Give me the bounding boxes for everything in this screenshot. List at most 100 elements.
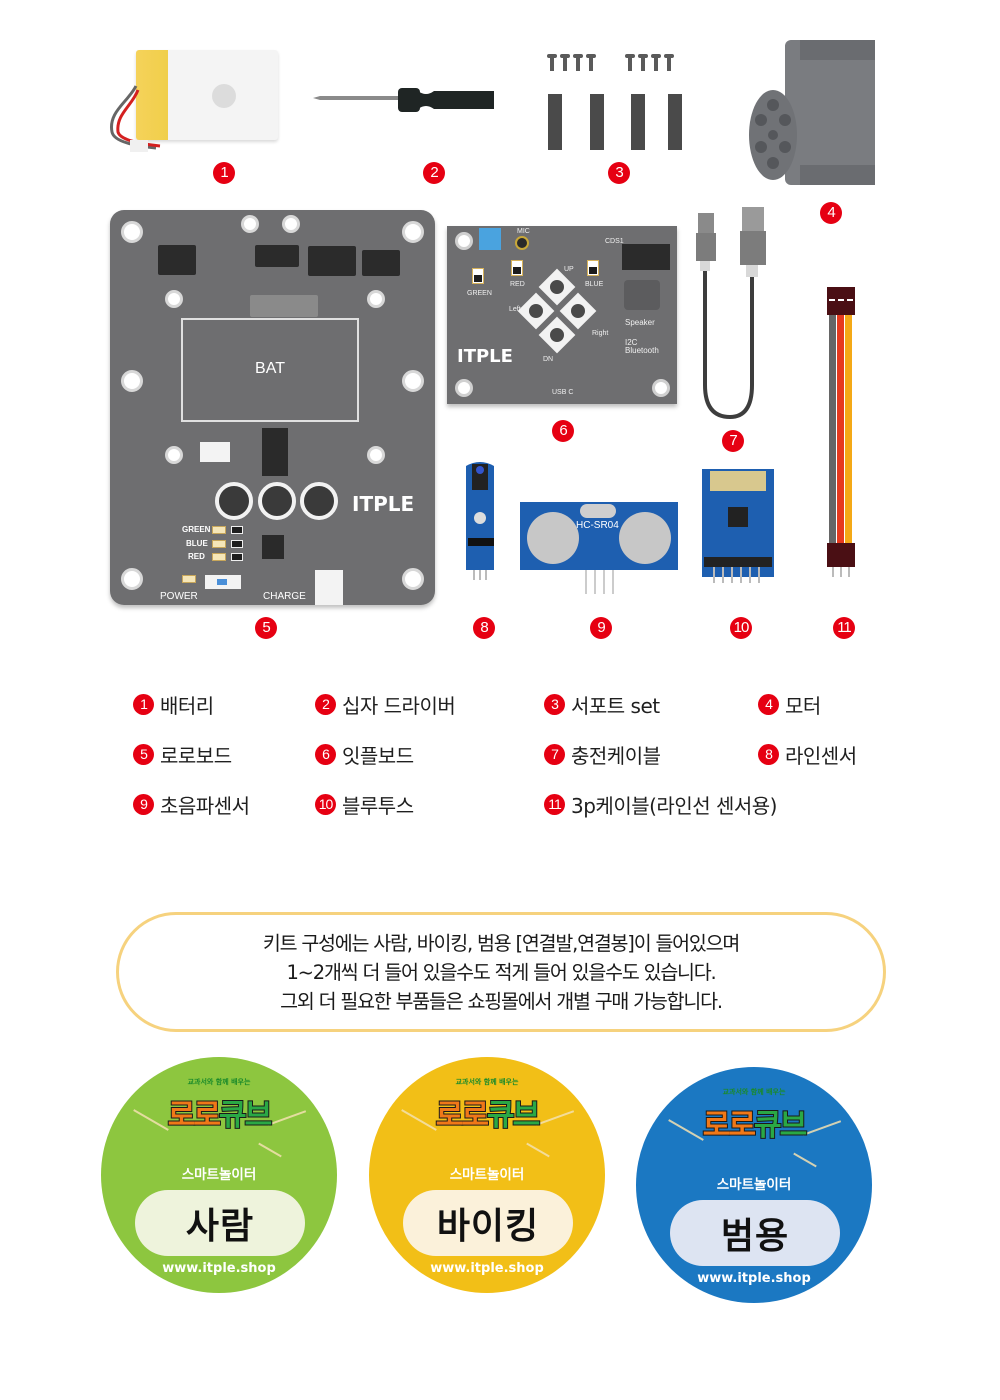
legend-label: 초음파센서 (160, 793, 250, 818)
potentiometer (479, 228, 501, 250)
mount-hole (367, 290, 385, 308)
brand-orange-text: 로로 (702, 1107, 757, 1144)
badge-type-pill: 사람 (135, 1190, 305, 1256)
mount-hole (121, 221, 143, 243)
legend-item-line-sensor: 8 라인센서 (758, 740, 857, 768)
mount-hole (455, 232, 473, 250)
mount-hole (367, 446, 385, 464)
i2c-label: I2C (625, 338, 638, 347)
supports-image (547, 54, 682, 150)
led (212, 540, 226, 548)
legend-label: 서포트 set (571, 693, 660, 718)
battery-image (136, 50, 278, 140)
legend-number: 9 (133, 793, 154, 815)
logo-ray (258, 1142, 282, 1158)
mount-hole (121, 370, 143, 392)
mount-hole (455, 379, 473, 397)
itpleboard-logo: ITPLE (457, 346, 513, 367)
pin-header (622, 244, 670, 270)
battery-band (136, 50, 168, 140)
legend-label: 배터리 (160, 693, 214, 718)
led-label-red: RED (188, 552, 205, 561)
notice-line-1: 키트 구성에는 사람, 바이킹, 범용 [연결발,연결봉]이 들어있으며 (262, 931, 741, 955)
resistor (231, 526, 243, 534)
badge-subtitle: 스마트놀이터 (716, 1177, 792, 1193)
badge-brand-logo: 로로큐브 (369, 1090, 605, 1134)
legend-number: 10 (315, 793, 336, 815)
item-number-2: 2 (423, 162, 445, 184)
resistor (231, 553, 243, 561)
badge-url: www.itple.shop (697, 1271, 811, 1286)
legend-number: 4 (758, 693, 779, 715)
badge-tagline: 교과서와 함께 배우는 (722, 1088, 786, 1096)
item-number-10: 10 (730, 617, 752, 639)
legend-number: 3 (544, 693, 565, 715)
led (182, 575, 196, 583)
ic-chip (262, 428, 288, 476)
capacitor (300, 482, 338, 520)
charge-cable-image (696, 207, 766, 420)
mount-hole (402, 370, 424, 392)
badge-viking: 교과서와 함께 배우는 로로큐브 스마트놀이터 바이킹 www.itple.sh… (369, 1057, 605, 1293)
dn-label: DN (543, 356, 554, 363)
legend-item-3p-cable: 11 3p케이블(라인선 센서용) (544, 790, 777, 818)
bluetooth-module-image (702, 469, 774, 583)
legend-number: 2 (315, 693, 336, 715)
legend-label: 로로보드 (160, 743, 232, 768)
power-label: POWER (160, 591, 198, 602)
mount-hole (165, 290, 183, 308)
speaker-component (624, 280, 660, 310)
speaker-label: Speaker (625, 318, 655, 327)
badge-url: www.itple.shop (162, 1261, 276, 1276)
mount-hole (165, 446, 183, 464)
legend-item-itpleboard: 6 잇플보드 (315, 740, 414, 768)
battery-slot: BAT (181, 318, 359, 422)
left-label: Left (509, 306, 521, 313)
brand-orange-text: 로로 (435, 1097, 490, 1134)
badge-brand-logo: 로로큐브 (101, 1090, 337, 1134)
item-number-6: 6 (552, 420, 574, 442)
legend-number: 5 (133, 743, 154, 765)
legend-item-motor: 4 모터 (758, 690, 821, 718)
badge-type-pill: 범용 (670, 1200, 840, 1266)
legend-item-roboboard: 5 로로보드 (133, 740, 232, 768)
line-sensor-image (466, 462, 494, 580)
3p-cable-image (827, 287, 855, 577)
pin-header (158, 245, 196, 275)
legend-item-battery: 1 배터리 (133, 690, 214, 718)
brand-orange-text: 로로 (167, 1097, 222, 1134)
pin-header (250, 295, 318, 317)
legend-number: 11 (544, 793, 565, 815)
legend-label: 충전케이블 (571, 743, 661, 768)
capacitor (258, 482, 296, 520)
charge-label: CHARGE (263, 591, 306, 602)
legend-label: 잇플보드 (342, 743, 414, 768)
mount-hole (282, 215, 300, 233)
power-switch (205, 575, 241, 589)
legend-label: 블루투스 (342, 793, 414, 818)
blue-label: BLUE (585, 281, 604, 288)
capacitor (215, 482, 253, 520)
mount-hole (121, 568, 143, 590)
ultrasonic-model-label: HC-SR04 (576, 520, 619, 531)
pin-header (308, 246, 356, 276)
logo-ray (793, 1152, 817, 1168)
badge-url: www.itple.shop (430, 1261, 544, 1276)
green-label: GREEN (467, 290, 492, 297)
legend-number: 1 (133, 693, 154, 715)
microphone (515, 236, 529, 250)
battery-wire-icon (110, 85, 161, 152)
battery-slot-label: BAT (255, 360, 285, 377)
mount-hole (402, 221, 424, 243)
red-label: RED (510, 281, 525, 288)
right-label: Right (592, 330, 609, 337)
item-number-1: 1 (213, 162, 235, 184)
brand-green-text: 큐브 (753, 1107, 808, 1144)
legend-label: 십자 드라이버 (342, 693, 456, 718)
legend-label: 모터 (785, 693, 821, 718)
mic-label: MIC (517, 228, 530, 235)
pin-header (362, 250, 400, 276)
ultrasonic-sensor-image: HC-SR04 (520, 502, 680, 597)
notice-line-2: 1~2개씩 더 들어 있을수도 적게 들어 있을수도 있습니다. (286, 960, 716, 984)
item-number-3: 3 (608, 162, 630, 184)
